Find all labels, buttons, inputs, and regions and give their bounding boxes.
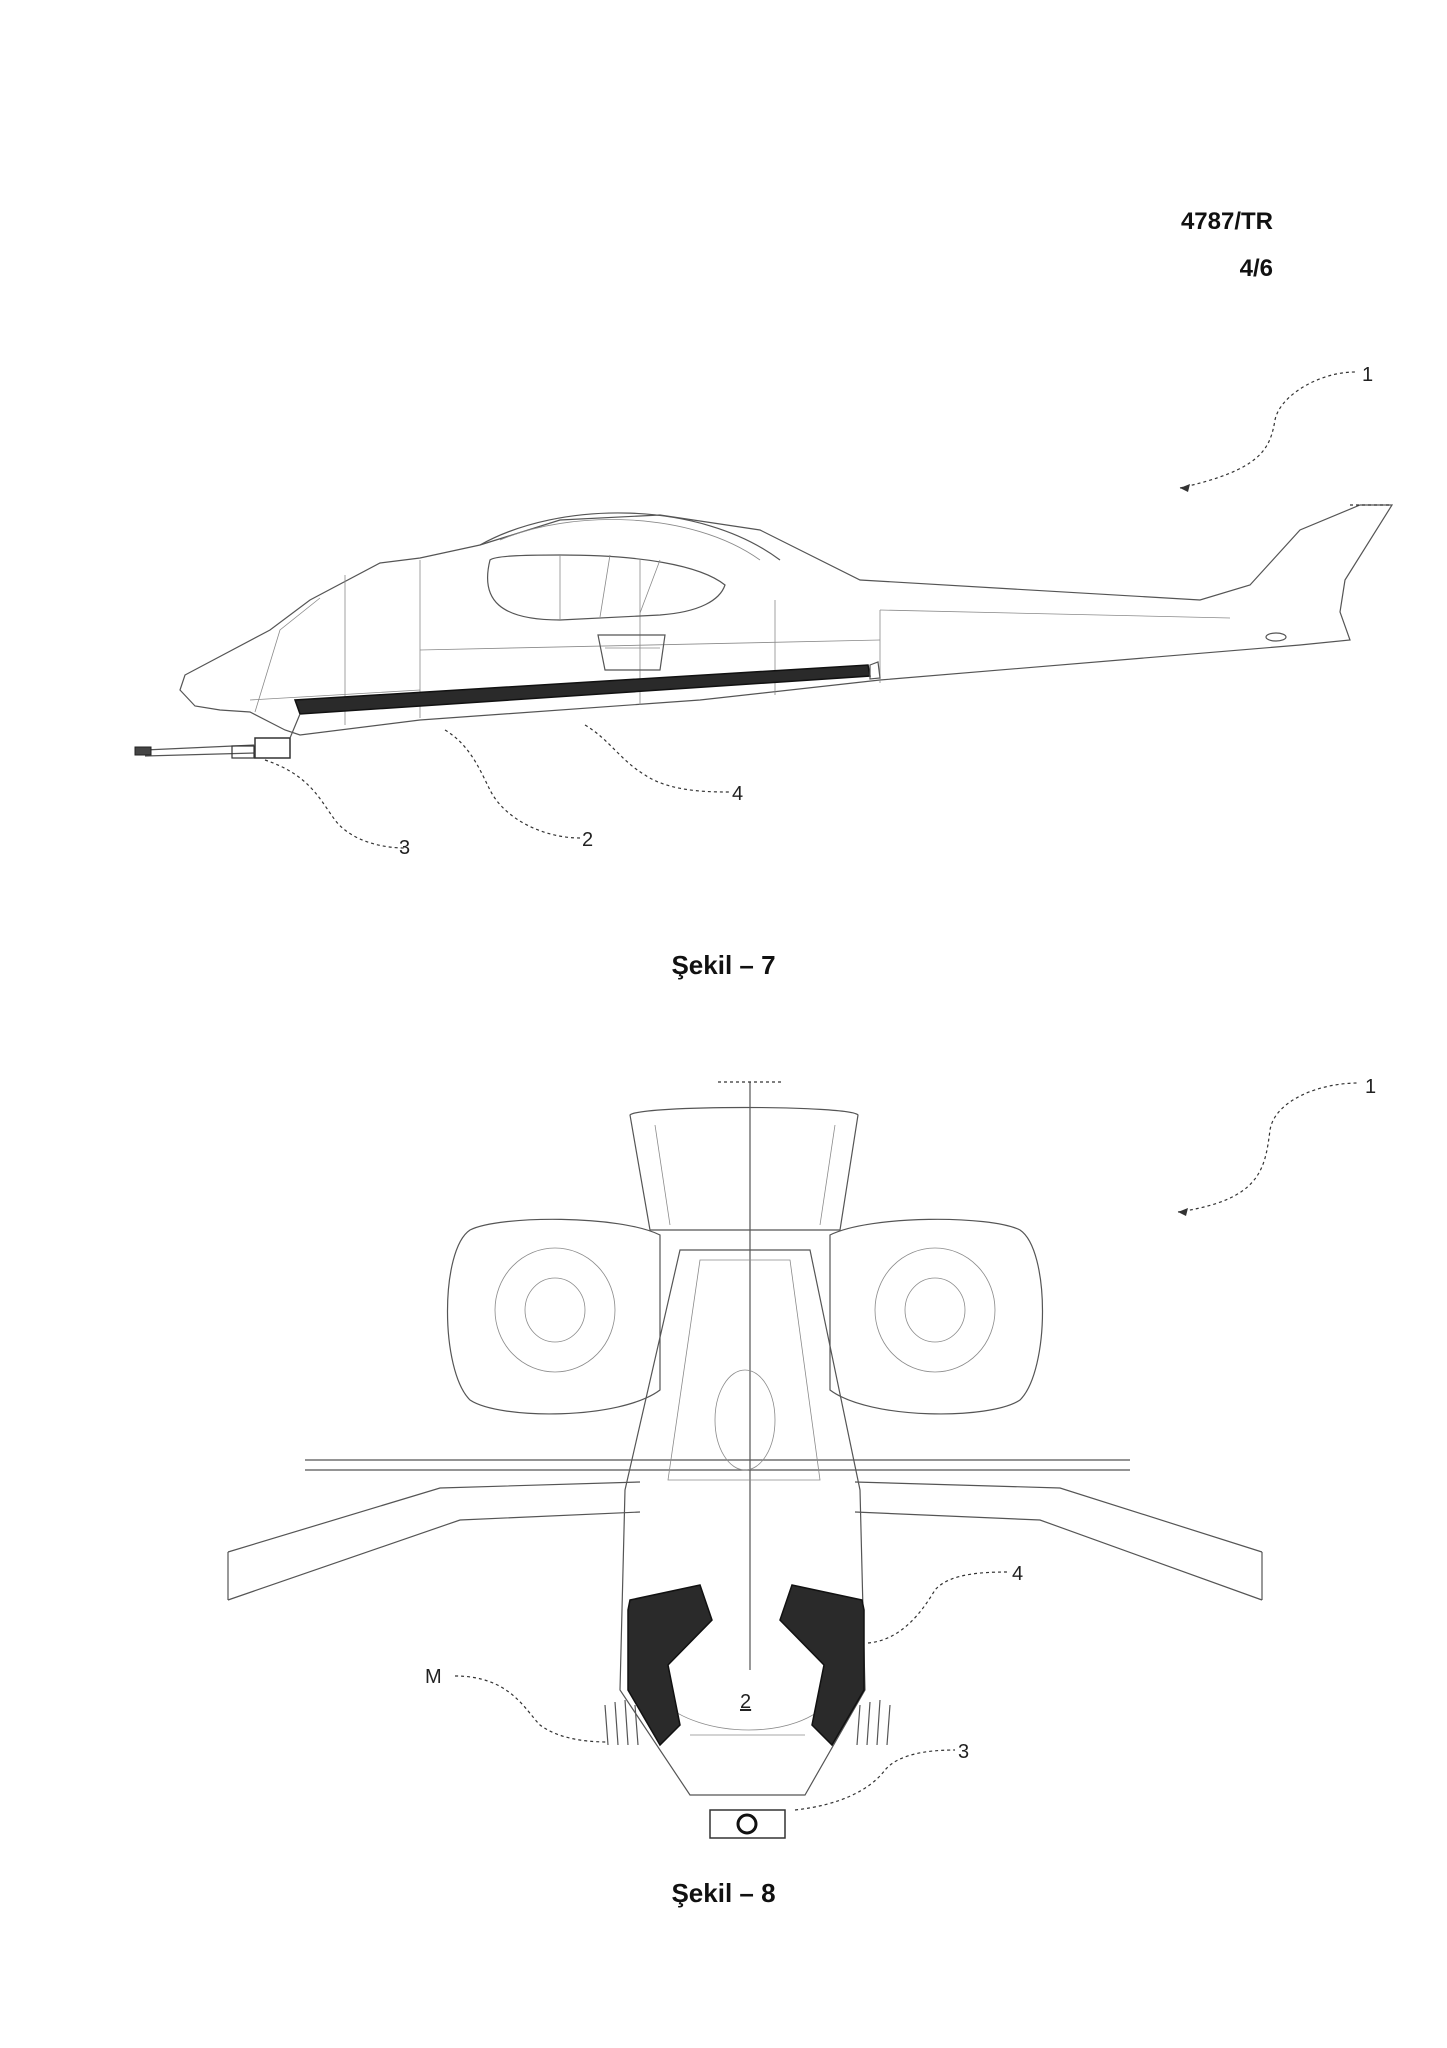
reference-label-1: 1 bbox=[1365, 1076, 1376, 1098]
reference-label-4: 4 bbox=[1012, 1563, 1023, 1585]
reference-label-2: 2 bbox=[740, 1691, 751, 1713]
leader-lines bbox=[454, 1082, 1359, 1811]
ammunition-rounds bbox=[604, 1699, 891, 1746]
leader-lines bbox=[264, 371, 1356, 849]
page-number: 4/6 bbox=[1239, 255, 1273, 282]
ammunition-feed-chute bbox=[293, 661, 881, 715]
reference-label-4: 4 bbox=[732, 783, 743, 805]
figure-8-caption: Şekil – 8 bbox=[671, 1878, 776, 1908]
figure-8-front-view-drawing: 1 4 M 3 2 bbox=[227, 1076, 1376, 1839]
document-number: 4787/TR bbox=[1180, 208, 1273, 235]
reference-label-m: M bbox=[425, 1666, 442, 1688]
reference-label-1: 1 bbox=[1362, 364, 1373, 386]
reference-label-3: 3 bbox=[399, 837, 410, 859]
reference-label-3: 3 bbox=[958, 1741, 969, 1763]
ammunition-feed-chutes bbox=[627, 1584, 865, 1747]
gun-turret bbox=[134, 713, 301, 759]
reference-label-2: 2 bbox=[582, 829, 593, 851]
figure-7-side-view-drawing: 1 3 2 4 bbox=[134, 364, 1394, 859]
figure-7-caption: Şekil – 7 bbox=[671, 950, 776, 980]
helicopter-front-outline bbox=[227, 1081, 1263, 1796]
gun-turret bbox=[709, 1809, 786, 1839]
